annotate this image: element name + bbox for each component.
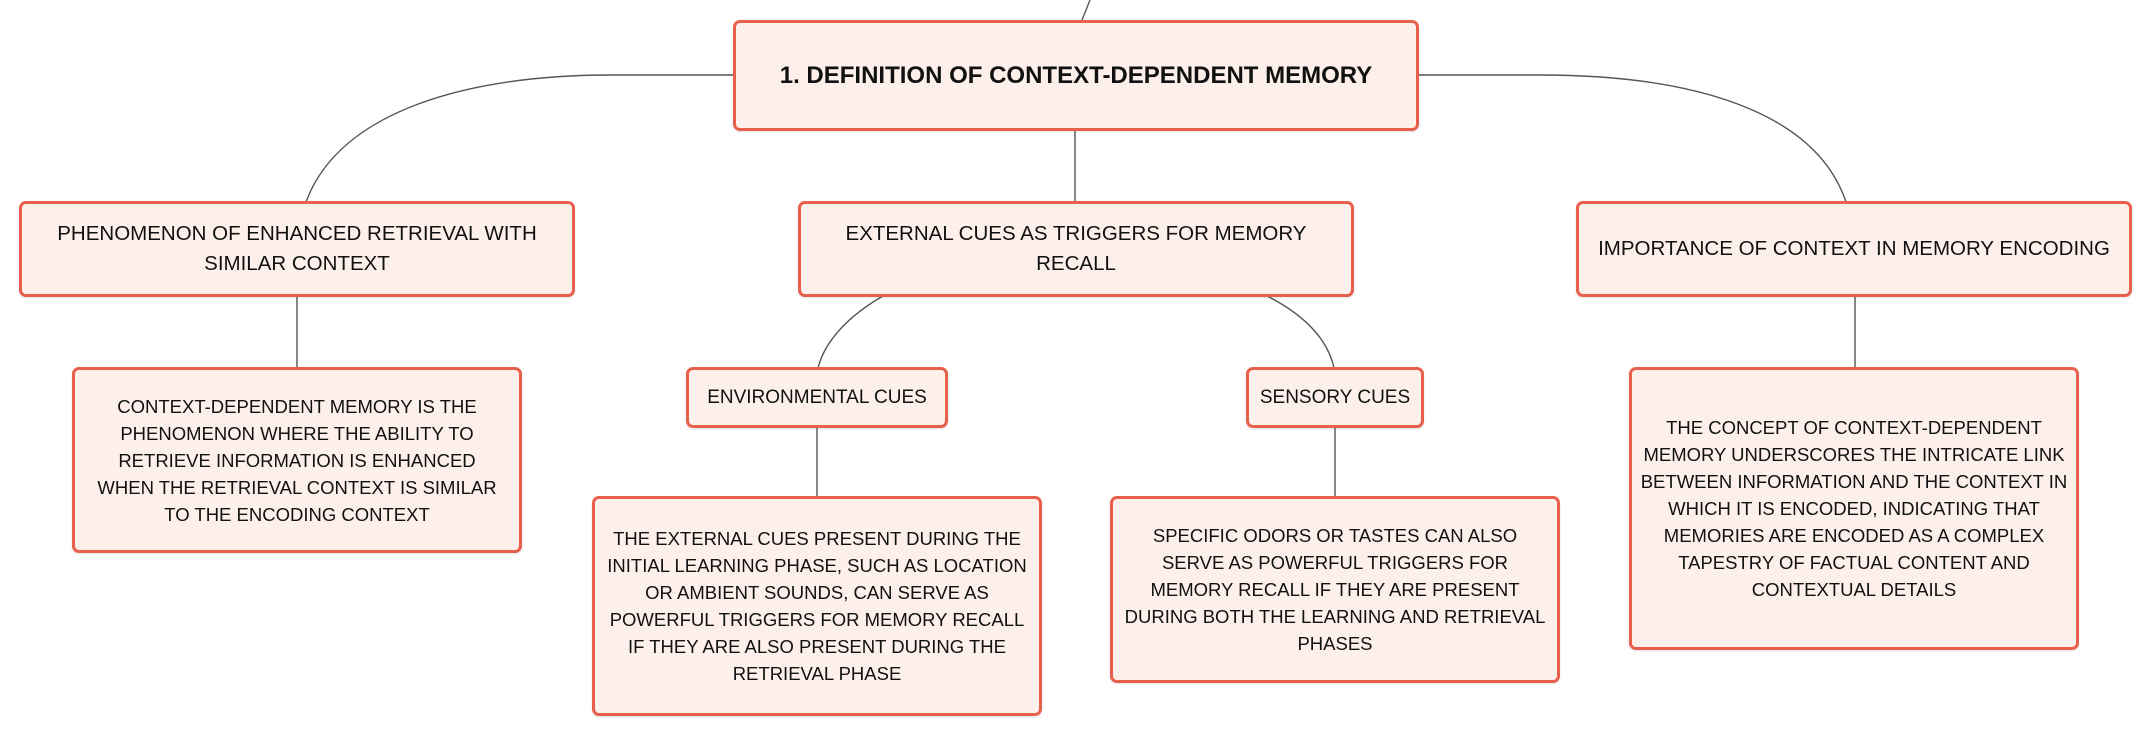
connector-parent-to-root	[1081, 0, 1091, 21]
detail-node-environmental[interactable]: THE EXTERNAL CUES PRESENT DURING THE INI…	[592, 496, 1042, 716]
detail-text-context-encoding: THE CONCEPT OF CONTEXT-DEPENDENT MEMORY …	[1640, 417, 2068, 600]
subtopic-node-sensory-cues[interactable]: SENSORY CUES	[1246, 367, 1424, 428]
connector-root-to-topic-3	[1419, 74, 1847, 203]
subtopic-label-sensory-cues: SENSORY CUES	[1259, 386, 1411, 408]
detail-text-environmental: THE EXTERNAL CUES PRESENT DURING THE INI…	[607, 528, 1027, 684]
connector-root-to-topic-1	[305, 74, 733, 203]
detail-node-definition[interactable]: CONTEXT-DEPENDENT MEMORY IS THE PHENOMEN…	[72, 367, 522, 553]
detail-text-sensory: SPECIFIC ODORS OR TASTES CAN ALSO SERVE …	[1124, 525, 1546, 654]
detail-node-sensory[interactable]: SPECIFIC ODORS OR TASTES CAN ALSO SERVE …	[1110, 496, 1560, 683]
subtopic-label-environmental-cues: ENVIRONMENTAL CUES	[707, 386, 927, 408]
connector-topic-2-to-sensory	[1266, 295, 1335, 369]
topic-node-enhanced-retrieval[interactable]: PHENOMENON OF ENHANCED RETRIEVAL WITH SI…	[19, 201, 575, 297]
connector-topic-2-to-environmental	[817, 295, 884, 369]
topic-node-external-cues[interactable]: EXTERNAL CUES AS TRIGGERS FOR MEMORY REC…	[798, 201, 1354, 297]
detail-node-context-encoding[interactable]: THE CONCEPT OF CONTEXT-DEPENDENT MEMORY …	[1629, 367, 2079, 650]
topic-node-context-encoding[interactable]: IMPORTANCE OF CONTEXT IN MEMORY ENCODING	[1576, 201, 2132, 297]
topic-label-enhanced-retrieval: PHENOMENON OF ENHANCED RETRIEVAL WITH SI…	[57, 222, 537, 275]
root-topic-node[interactable]: 1. DEFINITION OF CONTEXT-DEPENDENT MEMOR…	[733, 20, 1419, 131]
topic-label-context-encoding: IMPORTANCE OF CONTEXT IN MEMORY ENCODING	[1598, 237, 2110, 260]
detail-text-definition: CONTEXT-DEPENDENT MEMORY IS THE PHENOMEN…	[97, 395, 497, 525]
root-topic-label: 1. DEFINITION OF CONTEXT-DEPENDENT MEMOR…	[779, 61, 1373, 89]
subtopic-node-environmental-cues[interactable]: ENVIRONMENTAL CUES	[686, 367, 948, 428]
topic-label-external-cues: EXTERNAL CUES AS TRIGGERS FOR MEMORY REC…	[845, 222, 1307, 275]
